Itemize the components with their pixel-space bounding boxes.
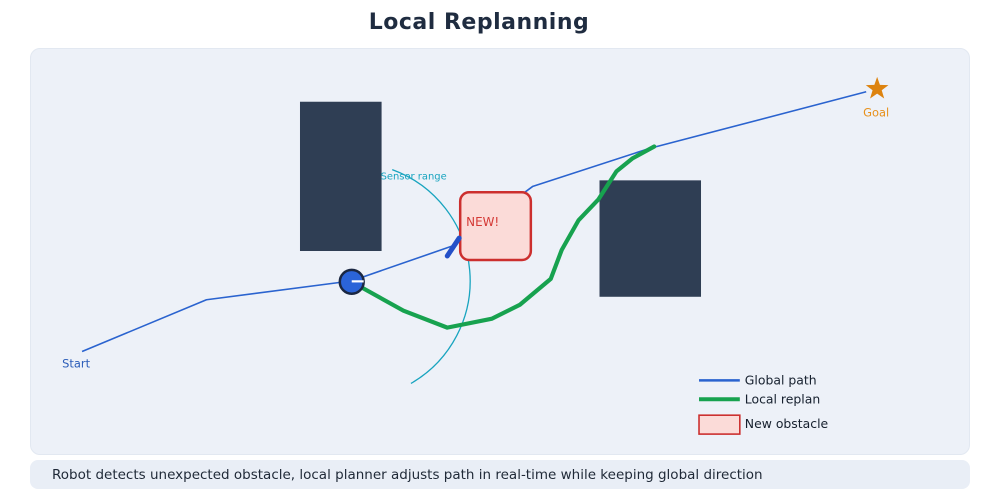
goal-label: Goal <box>863 106 889 120</box>
legend-new-obstacle-swatch <box>698 414 741 435</box>
page-title: Local Replanning <box>368 10 590 35</box>
legend-global-path-label: Global path <box>745 372 817 387</box>
new-obstacle-label: NEW! <box>466 215 499 229</box>
obstacle-left <box>299 101 382 252</box>
legend-new-obstacle-label: New obstacle <box>745 416 828 431</box>
local-replan-line <box>356 144 657 330</box>
new-obstacle-box <box>458 191 533 262</box>
start-label: Start <box>62 356 90 370</box>
caption-text: Robot detects unexpected obstacle, local… <box>52 466 763 483</box>
blocked-path-segment <box>444 235 462 259</box>
obstacle-right <box>599 180 702 297</box>
sensor-range-arc <box>392 168 471 385</box>
sensor-range-label: Sensor range <box>381 171 447 182</box>
legend: Global path Local replan New obstacle <box>698 372 828 435</box>
caption-bar: Robot detects unexpected obstacle, local… <box>30 460 970 489</box>
replanning-diagram: NEW! Start Goal Sensor range Global path… <box>62 76 889 435</box>
legend-local-replan-label: Local replan <box>745 391 820 406</box>
diagram-canvas: NEW! Start Goal Sensor range Global path… <box>30 48 970 455</box>
goal-star-icon <box>865 76 889 99</box>
